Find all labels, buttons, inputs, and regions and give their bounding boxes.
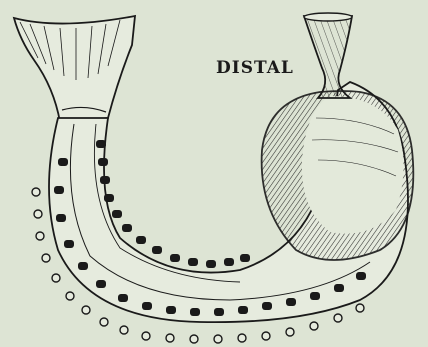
distal-label: DISTAL — [216, 58, 294, 78]
distal-bulb — [262, 91, 414, 260]
proximal-funnel — [14, 16, 135, 122]
